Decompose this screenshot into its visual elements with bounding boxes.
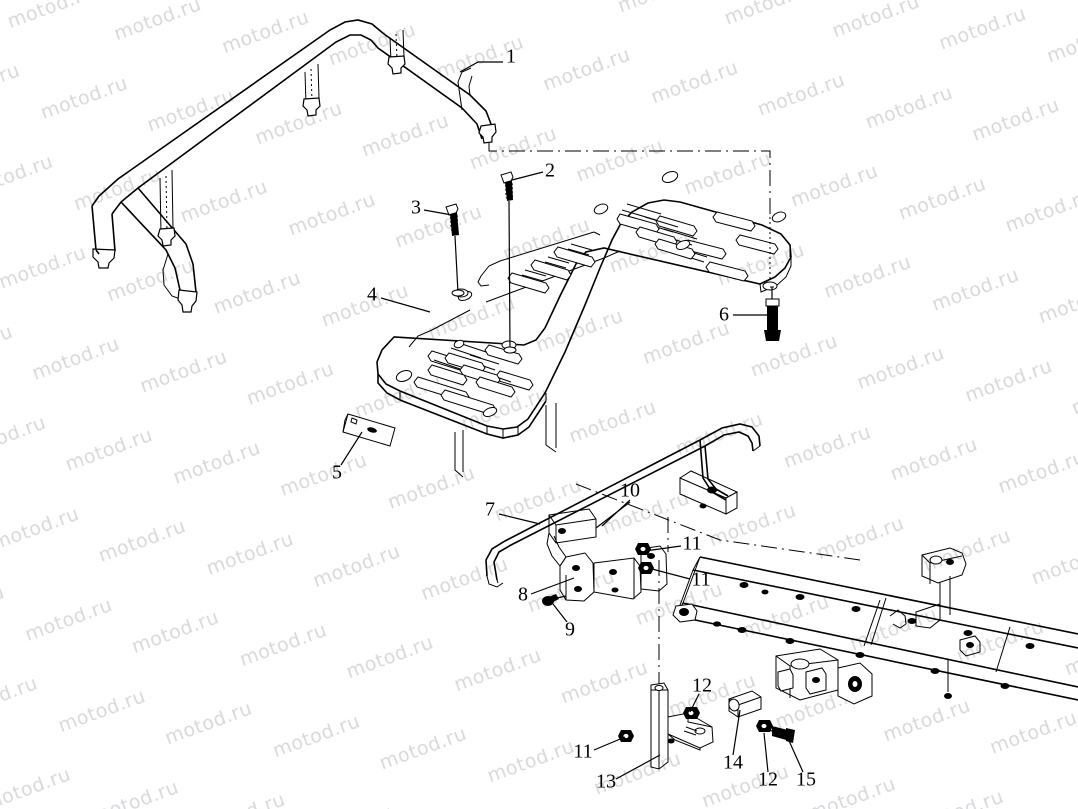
part-locknut-11b [638,562,654,574]
rack-mount-hole-right [762,281,778,291]
rack-slots-upper [655,211,779,282]
rack-hole [453,339,465,349]
callout-10-label: 10 [620,480,640,502]
callout-4-label: 4 [367,284,377,306]
callout-12-lower[interactable]: 12 [758,732,778,791]
part-bushing-14 [728,690,762,718]
callout-11-lower-label: 11 [573,741,592,763]
part-rack-plate [376,170,792,478]
callout-3[interactable]: 3 [411,197,453,219]
callout-13[interactable]: 13 [596,754,661,793]
callout-14-label: 14 [723,752,743,774]
callout-10[interactable]: 10 [601,480,640,527]
callout-6-label: 6 [719,304,729,326]
callout-4[interactable]: 4 [367,284,431,313]
callout-5-label: 5 [332,462,342,484]
rack-hole [482,406,498,418]
callout-9-label: 9 [565,619,575,641]
callout-14[interactable]: 14 [723,709,743,774]
callout-7-label: 7 [485,499,495,521]
callout-11-middle-label: 11 [691,569,710,591]
callout-5[interactable]: 5 [332,431,363,484]
rack-slots-mid [507,246,596,294]
callout-3-label: 3 [411,197,421,219]
callout-8-label: 8 [518,584,528,606]
rack-hole [593,203,609,215]
part-bumper-tube [485,423,761,588]
callout-6[interactable]: 6 [719,304,768,326]
callout-12-lower-label: 12 [758,769,778,791]
callout-12-upper-label: 12 [692,675,712,697]
callout-2-label: 2 [545,160,555,182]
part-handrail-tube [91,19,497,313]
rack-hole [771,211,787,223]
callout-9[interactable]: 9 [552,603,575,641]
rack-hole [675,239,691,251]
callout-11-upper-label: 11 [682,533,701,555]
callout-15-label: 15 [796,769,816,791]
part-screw-2 [500,171,517,354]
callout-1[interactable]: 1 [459,46,516,73]
part-locknut-11a [635,543,651,555]
vehicle-frame [672,547,1078,705]
callout-2[interactable]: 2 [511,160,555,182]
callout-13-label: 13 [596,771,616,793]
assembly-guide-lines [488,143,771,280]
callout-8[interactable]: 8 [518,577,575,606]
part-bolt-6 [764,286,781,341]
alignment-dash-lines [575,483,861,561]
callout-12-upper[interactable]: 12 [689,675,712,713]
part-spacer-12b [756,720,773,732]
rack-slot-blocks-lower [427,352,516,398]
rack-slot-blocks-upper [616,213,696,260]
callout-15[interactable]: 15 [785,733,816,791]
callout-11-lower[interactable]: 11 [573,736,626,763]
callout-11-middle[interactable]: 11 [651,568,711,591]
part-spacer-12a [683,707,700,719]
callout-1-label: 1 [506,46,516,68]
rack-hole [395,369,413,383]
part-screw-3 [445,203,465,297]
part-bolt-9 [542,594,567,606]
callout-11-upper[interactable]: 11 [644,533,702,555]
part-bracket-8 [546,532,668,602]
rack-hole [661,170,679,184]
callout-7[interactable]: 7 [485,499,541,525]
part-reflector [342,413,396,447]
frame-rivets [713,582,1035,689]
